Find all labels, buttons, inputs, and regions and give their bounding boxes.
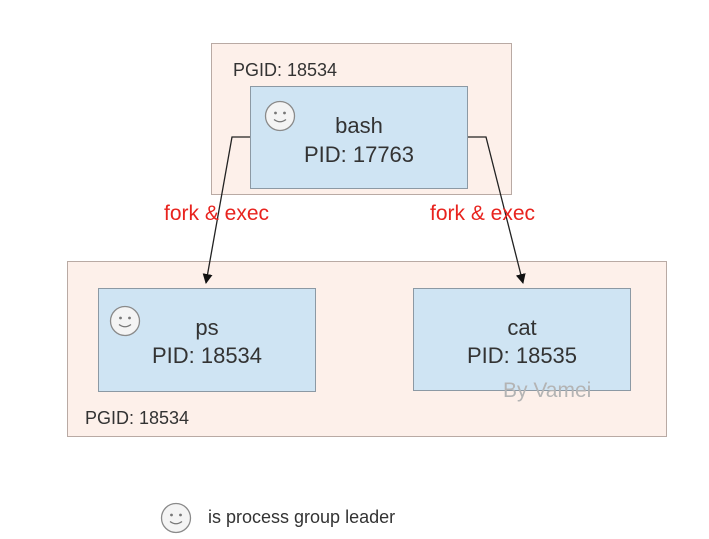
process-box-ps: ps PID: 18534 (98, 288, 316, 392)
edge-label-bash-ps: fork & exec (164, 202, 270, 225)
process-pid: PID: 17763 (303, 142, 415, 167)
pgid-label-bottom: PGID: 18534 (85, 408, 190, 428)
legend-text: is process group leader (208, 507, 396, 527)
smiley-face-icon (160, 502, 192, 534)
process-box-bash: bash PID: 17763 (250, 86, 468, 189)
edge-label-bash-cat: fork & exec (430, 202, 536, 225)
process-name: cat (507, 315, 537, 340)
process-pid: PID: 18535 (466, 343, 578, 368)
process-box-cat: cat PID: 18535 (413, 288, 631, 391)
watermark: By Vamei (503, 379, 592, 402)
process-name: ps (195, 315, 219, 340)
pgid-label-top: PGID: 18534 (233, 60, 338, 80)
process-name: bash (335, 113, 383, 138)
process-pid: PID: 18534 (151, 343, 263, 368)
smiley-face-icon (264, 100, 296, 132)
smiley-face-icon (109, 305, 141, 337)
